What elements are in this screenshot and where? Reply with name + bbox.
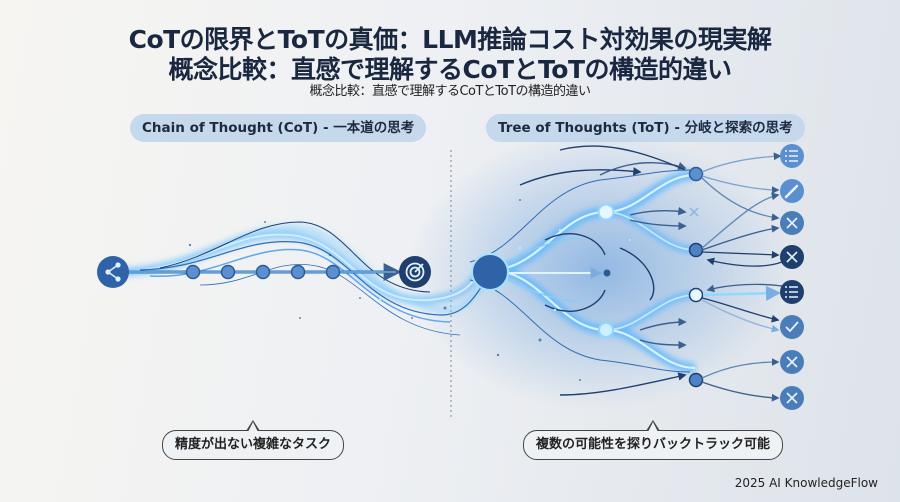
pruned-x-icon [689, 207, 699, 217]
main-subtitle: 概念比較：直感で理解するCoTとToTの構造的違い [168, 55, 732, 84]
outcome-close-icon-4 [780, 386, 804, 410]
cot-step-3 [255, 264, 271, 280]
outcome-close-icon-3 [780, 350, 804, 374]
cot-caption-bubble: 精度が出ない複雑なタスク [162, 420, 345, 460]
cot-label: Chain of Thought (CoT) - 一本道の思考 [130, 114, 427, 142]
outcome-pencil-icon [780, 179, 804, 203]
tot-dead-end-node [603, 269, 611, 277]
outcome-list-icon-2 [780, 280, 804, 304]
caption-subtitle: 概念比較：直感で理解するCoTとToTの構造的違い [309, 84, 591, 99]
outcome-close-icon-1 [780, 211, 804, 235]
tot-caption-bubble: 複数の可能性を探りバックトラック可能 [523, 420, 784, 460]
outcome-close-icon-2 [780, 245, 804, 269]
tot-root-node [471, 253, 509, 291]
footer-credit: 2025 AI KnowledgeFlow [734, 476, 878, 490]
tot-branch-node-upper [597, 203, 615, 221]
cot-step-1 [185, 264, 201, 280]
main-title: CoTの限界とToTの真価：LLM推論コスト対効果の現実解 [128, 25, 772, 54]
tot-leaf-nodes [688, 166, 704, 388]
cot-step-2 [220, 264, 236, 280]
cot-step-5 [325, 264, 341, 280]
outcome-list-icon-1 [780, 144, 804, 168]
cot-step-4 [290, 264, 306, 280]
target-icon [399, 256, 431, 288]
outcome-check-icon [780, 315, 804, 339]
tot-branch-node-lower [598, 322, 614, 338]
share-nodes-icon [97, 256, 129, 288]
cot-steps [185, 264, 341, 280]
